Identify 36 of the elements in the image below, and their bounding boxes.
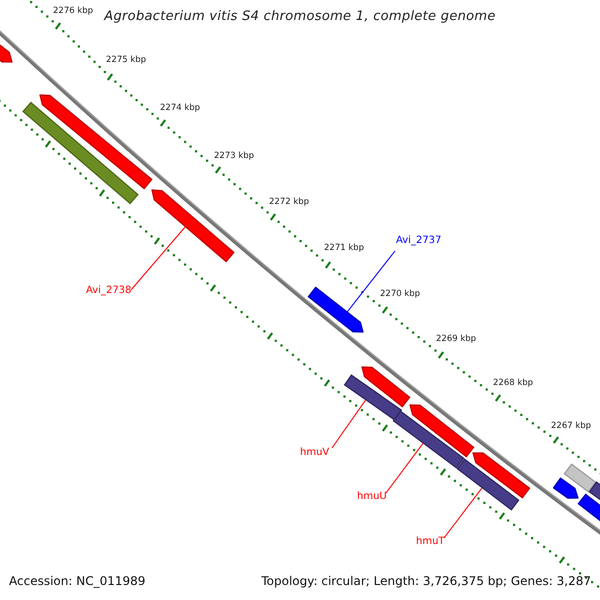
- gene-block: [308, 286, 364, 333]
- scale-label: 2275 kbp: [106, 55, 146, 65]
- diagram-title: Agrobacterium vitis S4 chromosome 1, complete genome: [104, 9, 496, 24]
- genome-stats-text: Topology: circular; Length: 3,726,375 bp; Genes: 3,287: [261, 574, 591, 588]
- scale-label: 2276 kbp: [53, 6, 94, 16]
- gene-block: [552, 478, 579, 499]
- leader-line: [444, 488, 482, 538]
- gene-label: hmuT: [416, 536, 445, 547]
- leader-line: [130, 226, 186, 290]
- gene-label: hmuU: [357, 491, 387, 502]
- scale-label: 2271 kbp: [324, 243, 364, 253]
- scale-label: 2274 kbp: [160, 103, 200, 113]
- gene-label: hmuV: [300, 447, 330, 458]
- scale-label: 2272 kbp: [269, 197, 310, 207]
- gene-block: [39, 94, 152, 190]
- gene-block: [151, 189, 234, 262]
- scale-label: 2268 kbp: [493, 378, 534, 388]
- gene-block: [564, 463, 596, 493]
- gene-block: [392, 410, 464, 469]
- gene-block: [456, 458, 520, 511]
- scale-label: 2273 kbp: [214, 151, 254, 161]
- gene-block: [361, 366, 410, 408]
- gene-block: [577, 493, 600, 522]
- gene-block: [409, 404, 474, 458]
- leader-line: [386, 442, 424, 494]
- scale-label: 2269 kbp: [436, 334, 476, 344]
- gene-label: Avi_2737: [396, 235, 442, 246]
- gene-block: [588, 481, 600, 501]
- scale-label: 2270 kbp: [380, 289, 420, 299]
- scale-label: 2267 kbp: [551, 421, 592, 431]
- gene-label: Avi_2738: [86, 285, 132, 296]
- accession-text: Accession: NC_011989: [9, 574, 146, 588]
- gene-block: [472, 452, 530, 498]
- leader-line: [347, 250, 396, 312]
- gene-block: [22, 102, 139, 204]
- gene-block: [344, 374, 402, 421]
